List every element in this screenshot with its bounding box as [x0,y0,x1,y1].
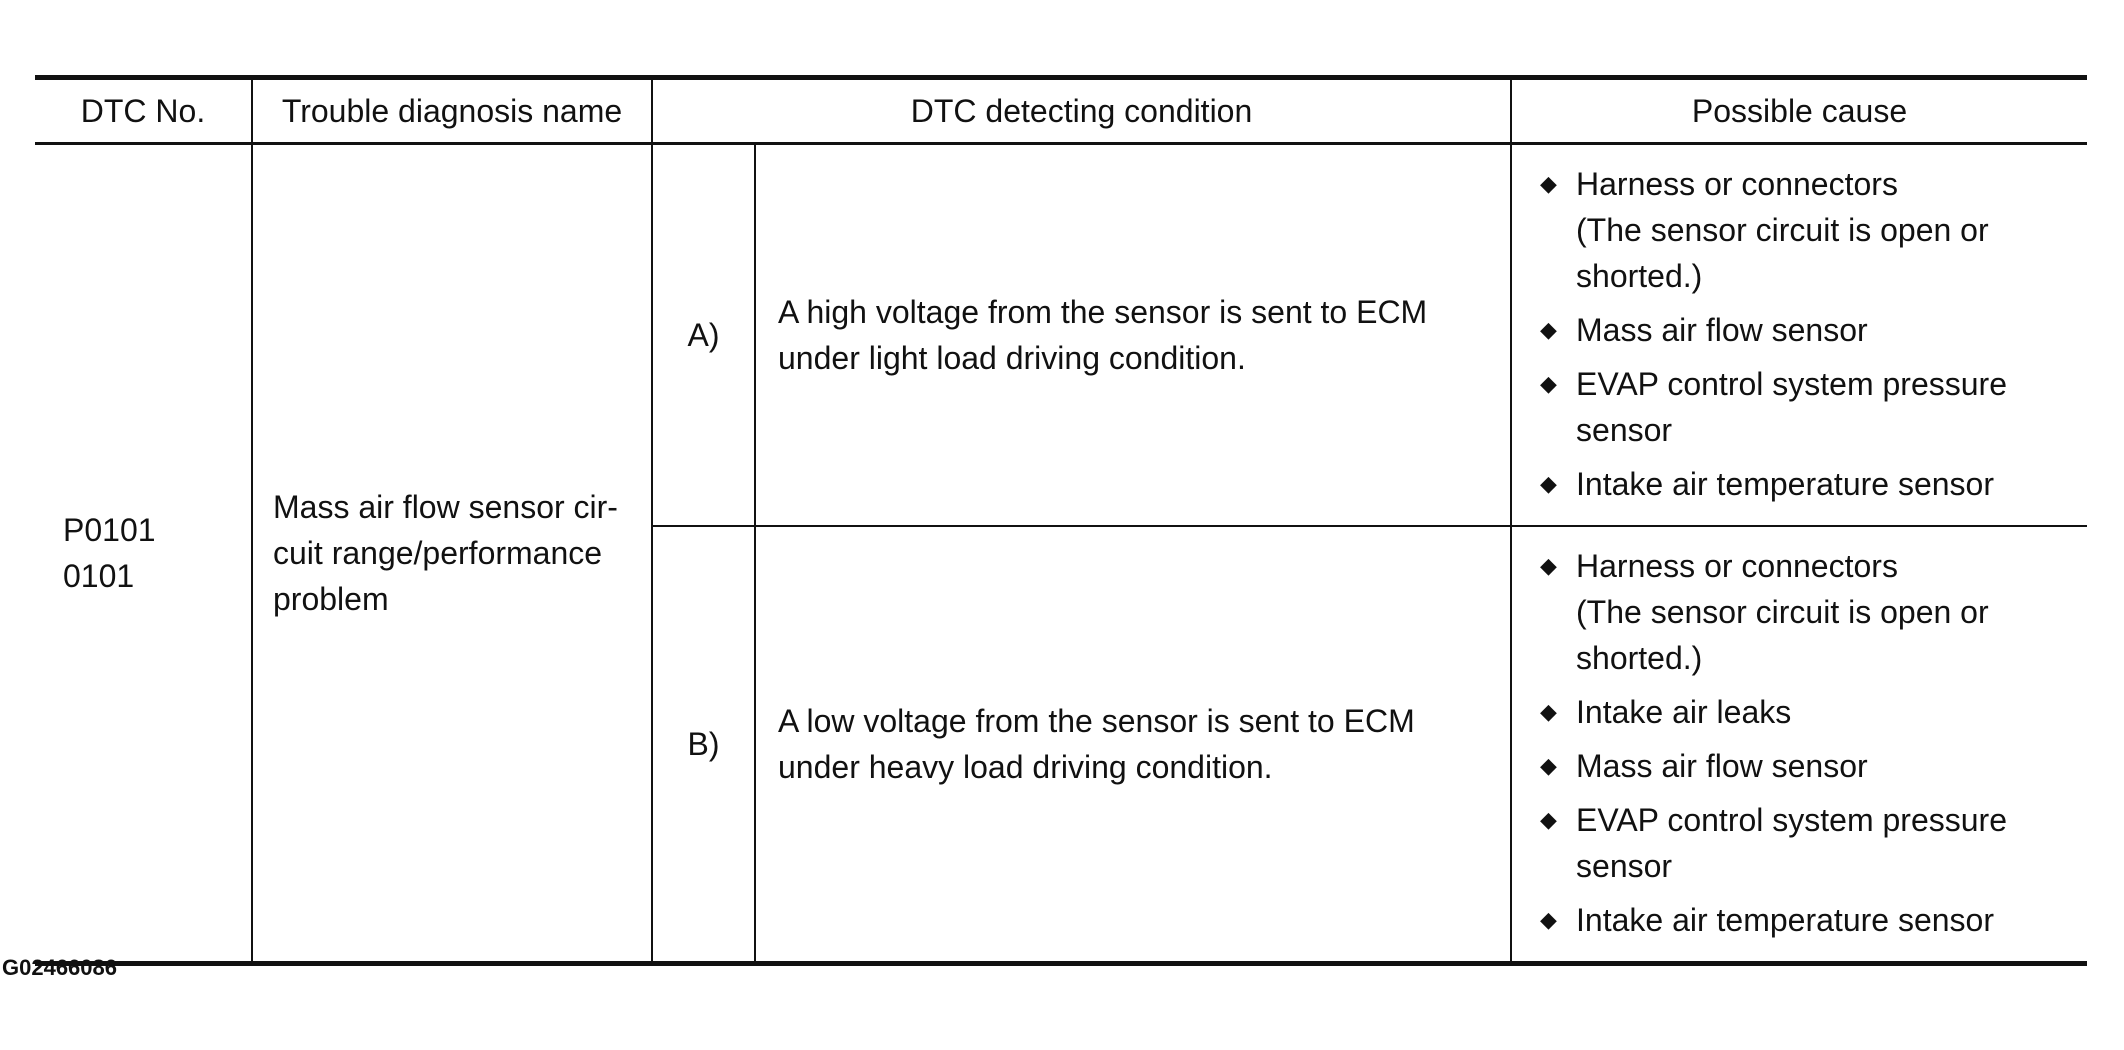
diamond-bullet-icon: ◆ [1540,471,1557,496]
diagnosis-name-cell: Mass air flow sensor cir- cuit range/per… [251,142,653,965]
list-item: ◆ Mass air flow sensor [1532,743,2067,789]
cause-line: Harness or connectors [1576,166,1898,202]
condition-text-a: A high voltage from the sensor is sent t… [753,142,1513,527]
condition-line: A low voltage from the sensor is sent to… [778,703,1415,739]
list-item: ◆ Harness or connectors (The sensor circ… [1532,161,2067,299]
cause-line: Intake air temperature sensor [1576,466,1994,502]
dtc-table: DTC No. Trouble diagnosis name DTC detec… [35,75,2088,966]
cause-line: EVAP control system pressure [1576,802,2007,838]
condition-line: A high voltage from the sensor is sent t… [778,294,1428,330]
diamond-bullet-icon: ◆ [1540,171,1557,196]
condition-letter-b: B) [652,525,756,965]
document-id: G02466086 [2,955,117,980]
diagnosis-name-line: Mass air flow sensor cir- [273,489,618,525]
diamond-bullet-icon: ◆ [1540,807,1557,832]
cause-line: Mass air flow sensor [1576,748,1868,784]
diagnosis-name-line: problem [273,581,389,617]
diagnosis-name-line: cuit range/performance [273,535,603,571]
list-item: ◆ Intake air temperature sensor [1532,897,2067,943]
header-dtc-no: DTC No. [35,76,253,145]
header-row: DTC No. Trouble diagnosis name DTC detec… [35,76,2088,145]
list-item: ◆ EVAP control system pressure sensor [1532,797,2067,889]
possible-cause-cell-a: ◆ Harness or connectors (The sensor circ… [1510,142,2088,527]
header-trouble-diagnosis-name: Trouble diagnosis name [251,76,653,145]
cause-line: shorted.) [1576,640,1703,676]
cause-line: (The sensor circuit is open or [1576,594,1989,630]
cause-line: sensor [1576,848,1673,884]
dtc-code-cell: P0101 0101 [35,142,253,965]
diamond-bullet-icon: ◆ [1540,753,1557,778]
condition-text-b: A low voltage from the sensor is sent to… [753,525,1513,965]
diamond-bullet-icon: ◆ [1540,553,1557,578]
cause-list: ◆ Harness or connectors (The sensor circ… [1532,527,2067,961]
diamond-bullet-icon: ◆ [1540,699,1557,724]
cause-line: Harness or connectors [1576,548,1898,584]
cause-line: Intake air temperature sensor [1576,902,1994,938]
header-possible-cause: Possible cause [1510,76,2088,145]
cause-line: Mass air flow sensor [1576,312,1868,348]
condition-letter-a: A) [651,142,756,527]
diamond-bullet-icon: ◆ [1540,371,1557,396]
cause-line: shorted.) [1576,258,1703,294]
cause-line: (The sensor circuit is open or [1576,212,1989,248]
diamond-bullet-icon: ◆ [1540,907,1557,932]
diamond-bullet-icon: ◆ [1540,317,1557,342]
possible-cause-cell-b: ◆ Harness or connectors (The sensor circ… [1510,525,2088,965]
table-row: P0101 0101 Mass air flow sensor cir- cui… [35,142,2088,965]
dtc-code-line: 0101 [63,558,135,594]
cause-line: sensor [1576,412,1673,448]
list-item: ◆ EVAP control system pressure sensor [1532,361,2067,453]
condition-line: under light load driving condition. [778,340,1246,376]
dtc-code-line: P0101 [63,512,156,548]
list-item: ◆ Harness or connectors (The sensor circ… [1532,543,2067,681]
condition-line: under heavy load driving condition. [778,749,1273,785]
table-row: B) A low voltage from the sensor is sent… [35,525,2088,965]
cause-line: Intake air leaks [1576,694,1792,730]
header-dtc-detecting-condition: DTC detecting condition [650,76,1513,145]
cause-list: ◆ Harness or connectors (The sensor circ… [1532,145,2067,525]
list-item: ◆ Intake air leaks [1532,689,2067,735]
list-item: ◆ Intake air temperature sensor [1532,461,2067,507]
cause-line: EVAP control system pressure [1576,366,2007,402]
list-item: ◆ Mass air flow sensor [1532,307,2067,353]
